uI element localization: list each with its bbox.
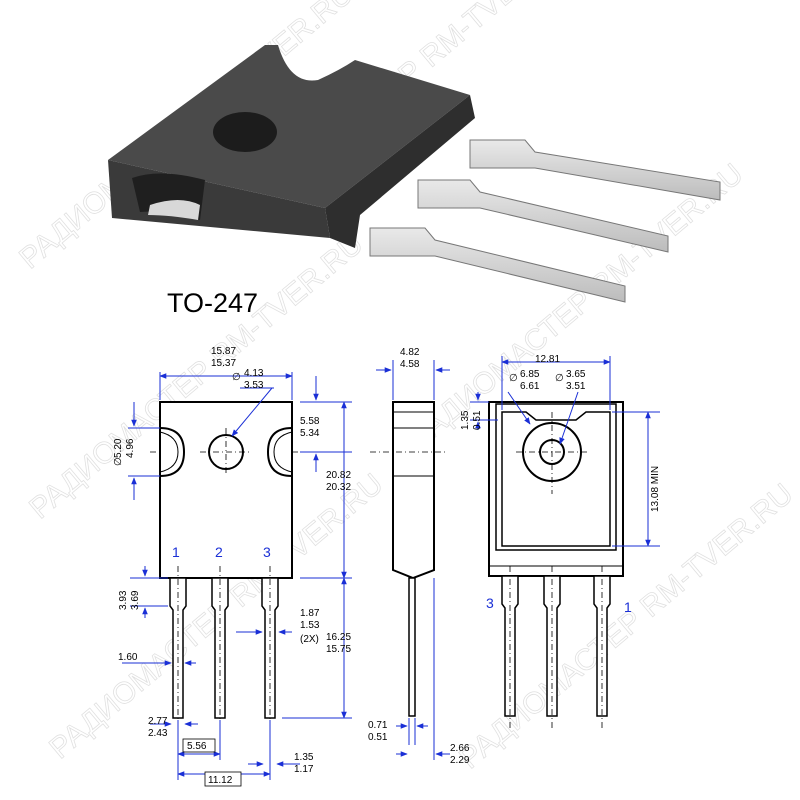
front-dimensions [122,372,352,787]
lead-3d [369,139,721,303]
dim-back-outer-dia-min: 6.61 [520,381,540,392]
dim-back-width: 12.81 [535,354,560,365]
package-3d-view [108,45,721,303]
dim-side-offset-min: 2.29 [450,755,470,766]
dim-back-inner-prefix: ∅ [555,373,564,384]
dim-pitch2: 11.12 [208,775,233,786]
dim-pitch: 5.56 [187,741,207,752]
dim-lead-tip-max: 2.77 [148,716,168,727]
dim-body-len-min: 20.32 [326,482,351,493]
dim-lead-w-center: 1.60 [118,652,138,663]
dim-lead-thk-max: 1.35 [294,752,314,763]
dim-side-lead-min: 0.51 [368,732,388,743]
dim-lead-shoulder-max: 3.93 [118,590,129,610]
package-title: TO-247 [167,288,258,318]
dim-hole-top-min: 5.34 [300,428,320,439]
dim-body-len-max: 20.82 [326,470,351,481]
dim-back-tab-min: 0.51 [472,410,483,430]
dim-back-tab-max: 1.35 [460,410,471,430]
dim-width-min: 15.37 [211,358,236,369]
front-view [150,401,302,730]
dim-lead-shoulder-min: 3.69 [130,590,141,610]
dim-hole-dia-min: 3.53 [244,380,264,391]
dim-side-thk-max: 4.82 [400,347,420,358]
dim-lead-thk-min: 1.17 [294,764,314,775]
dim-lead-tip-min: 2.43 [148,728,168,739]
dim-notch-dia-min: 4.96 [125,438,136,458]
pin-label-front-3: 3 [263,544,271,560]
dim-back-inner-dia-max: 3.65 [566,369,586,380]
dim-hole-top-max: 5.58 [300,416,320,427]
dim-side-lead-max: 0.71 [368,720,388,731]
dim-lead-w-max: 1.87 [300,608,320,619]
dim-notch-dia-max: 5.20 [113,438,124,458]
dim-back-outer-dia-max: 6.85 [520,369,540,380]
dim-back-inner-dia-min: 3.51 [566,381,586,392]
dim-notch-prefix: ∅ [113,457,124,466]
dim-lead-w-min: 1.53 [300,620,320,631]
dim-back-pad-min: 13.08 MIN [650,466,661,512]
dim-side-thk-min: 4.58 [400,359,420,370]
back-view [470,356,660,728]
dim-lead-w-note: (2X) [300,634,319,645]
dim-hole-dia-max: 4.13 [244,368,264,379]
pin-label-back-1: 1 [624,599,632,615]
pin-label-front-1: 1 [172,544,180,560]
dim-lead-len-min: 15.75 [326,644,351,655]
pin-label-front-2: 2 [215,544,223,560]
dim-lead-len-max: 16.25 [326,632,351,643]
dim-hole-prefix: ∅ [232,372,241,383]
dim-back-outer-prefix: ∅ [509,373,518,384]
dim-side-offset-max: 2.66 [450,743,470,754]
side-view [370,360,450,760]
dim-width-max: 15.87 [211,346,236,357]
pin-label-back-3: 3 [486,595,494,611]
